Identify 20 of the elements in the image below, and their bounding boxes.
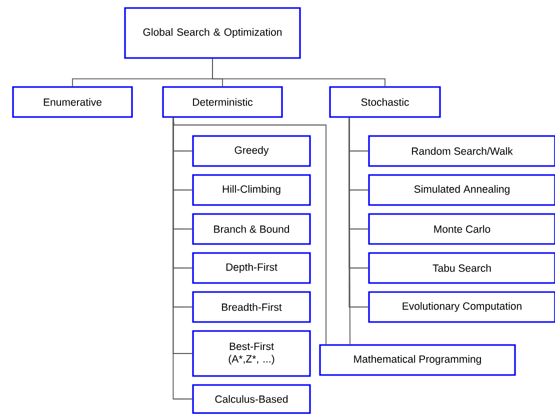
category-box: Monte Carlo [368,213,555,245]
category-box: Deterministic [162,86,283,118]
category-box: Tabu Search [368,252,555,284]
category-box: Mathematical Programming [319,344,516,376]
category-box: Evolutionary Computation [368,291,555,323]
connector-line [212,58,386,87]
category-box: Global Search & Optimization [124,7,301,59]
category-box: Random Search/Walk [368,135,555,167]
category-box: Calculus-Based [192,384,311,414]
connector-line [348,117,350,345]
category-box: Enumerative [12,86,133,118]
category-box: Stochastic [329,86,441,118]
category-box: Greedy [192,135,311,167]
category-box: Breadth-First [192,291,311,323]
connector-line [172,117,326,345]
category-box: Best-First (A*,Z*, ...) [192,330,311,377]
category-box: Depth-First [192,252,311,284]
category-box: Branch & Bound [192,213,311,245]
category-box: Simulated Annealing [368,174,555,206]
category-box: Hill-Climbing [192,174,311,206]
